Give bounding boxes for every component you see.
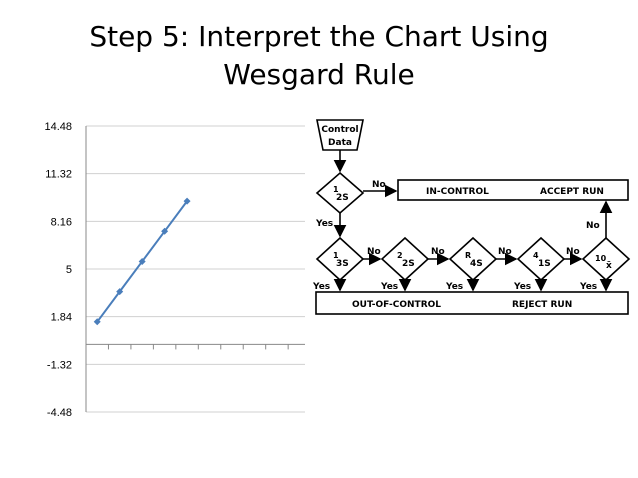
rule-1-3s-sub: 3S: [336, 259, 349, 269]
data-point: [116, 288, 124, 296]
chart-series: [93, 197, 191, 326]
rule-2-2s-sub: 2S: [402, 259, 415, 269]
no-label: No: [372, 180, 386, 190]
rule-4-1s-main: 4: [533, 251, 539, 260]
no-label: No: [566, 247, 580, 257]
no-label: No: [367, 247, 381, 257]
yes-label: Yes: [445, 282, 463, 292]
rule-4-1s-sub: 1S: [538, 259, 551, 269]
reject-run-label: REJECT RUN: [512, 300, 572, 310]
control-data-label-1: Control: [321, 125, 358, 135]
rule-1-2s-sub: 2S: [336, 193, 349, 203]
yes-label: Yes: [315, 219, 333, 229]
yes-label: Yes: [380, 282, 398, 292]
rule-r-4s-main: R: [465, 251, 471, 260]
control-data-shape: [316, 119, 364, 151]
y-tick-label: 8.16: [51, 216, 72, 228]
no-label: No: [586, 221, 600, 231]
accept-run-label: ACCEPT RUN: [540, 187, 604, 197]
yes-label: Yes: [579, 282, 597, 292]
chart-gridlines: [86, 125, 305, 413]
data-point: [138, 257, 146, 265]
y-tick-label: -1.32: [47, 359, 72, 371]
chart-y-tick-labels: 14.48 11.32 8.16 5 1.84 -1.32 -4.48: [44, 121, 72, 419]
control-data-label-2: Data: [328, 138, 352, 148]
qc-line-chart: 14.48 11.32 8.16 5 1.84 -1.32 -4.48: [44, 121, 305, 419]
out-of-control-label: OUT-OF-CONTROL: [352, 300, 441, 310]
data-point: [183, 197, 191, 205]
no-label: No: [431, 247, 445, 257]
rule-10x-main: 10: [595, 254, 607, 263]
slide-title-line-2: Wesgard Rule: [223, 58, 415, 91]
y-tick-label: -4.48: [47, 407, 72, 419]
rule-2-2s-main: 2: [397, 251, 403, 260]
rule-1-3s-main: 1: [333, 251, 339, 260]
yes-label: Yes: [513, 282, 531, 292]
in-control-box: [397, 179, 629, 201]
data-point: [161, 227, 169, 235]
y-tick-label: 5: [66, 264, 72, 276]
y-tick-label: 1.84: [51, 312, 72, 324]
westgard-flowchart: Control Data IN-CONTROL ACCEPT RUN OUT-O…: [312, 119, 631, 315]
rule-10x-sub: x̄: [606, 261, 612, 271]
in-control-label: IN-CONTROL: [426, 187, 489, 197]
slide-title-line-1: Step 5: Interpret the Chart Using: [89, 20, 549, 53]
yes-label: Yes: [312, 282, 330, 292]
no-label: No: [498, 247, 512, 257]
y-tick-label: 14.48: [44, 121, 72, 133]
data-point: [93, 318, 101, 326]
y-tick-label: 11.32: [45, 169, 72, 181]
slide-title: Step 5: Interpret the Chart Using Wesgar…: [0, 18, 638, 94]
out-of-control-box: [315, 291, 629, 315]
rule-r-4s-sub: 4S: [470, 259, 483, 269]
chart-axes: [85, 126, 305, 412]
rule-1-2s-main: 1: [333, 185, 339, 194]
